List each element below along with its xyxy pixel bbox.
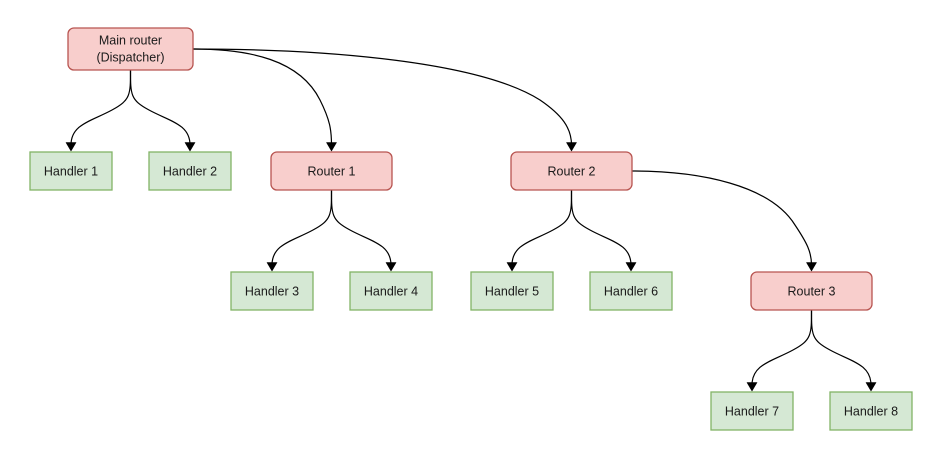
edge-line [271,189,333,266]
node-handler-3[interactable]: Handler 3 [230,271,314,311]
edge-line [70,69,132,146]
node-router-2[interactable]: Router 2 [510,151,633,191]
edge-line [192,48,333,146]
router-box[interactable] [750,271,873,311]
edge-line [810,309,872,386]
edge-router-3-to-handler-7 [746,309,813,392]
handler-box[interactable] [710,391,794,431]
arrowhead-icon [65,142,77,152]
arrowhead-icon [865,382,877,392]
arrowhead-icon [746,382,758,392]
edge-main-router-to-handler-2 [129,69,196,152]
edge-main-router-to-router-1 [192,48,337,152]
node-handler-1[interactable]: Handler 1 [29,151,113,191]
edge-router-2-to-handler-5 [506,189,573,272]
edge-line [570,189,632,266]
edge-router-2-to-handler-6 [570,189,637,272]
node-handler-7[interactable]: Handler 7 [710,391,794,431]
handler-box[interactable] [589,271,673,311]
edge-router-1-to-handler-4 [330,189,397,272]
node-handler-8[interactable]: Handler 8 [829,391,913,431]
edge-main-router-to-router-2 [192,48,577,152]
edge-line [192,48,573,146]
arrowhead-icon [385,262,397,272]
edge-line [751,309,813,386]
arrowhead-icon [266,262,278,272]
handler-box[interactable] [230,271,314,311]
edge-line [330,189,392,266]
node-handler-4[interactable]: Handler 4 [349,271,433,311]
edges-layer [65,48,877,392]
edge-line [631,170,813,266]
arrowhead-icon [625,262,637,272]
handler-box[interactable] [470,271,554,311]
node-handler-5[interactable]: Handler 5 [470,271,554,311]
edge-main-router-to-handler-1 [65,69,132,152]
node-handler-2[interactable]: Handler 2 [148,151,232,191]
arrowhead-icon [326,142,337,152]
arrowhead-icon [506,262,518,272]
node-main-router[interactable]: Main router(Dispatcher) [67,27,194,71]
node-router-1[interactable]: Router 1 [270,151,393,191]
edge-router-3-to-handler-8 [810,309,877,392]
handler-box[interactable] [29,151,113,191]
handler-box[interactable] [148,151,232,191]
arrowhead-icon [184,142,196,152]
edge-line [511,189,573,266]
edge-router-1-to-handler-3 [266,189,333,272]
arrowhead-icon [566,142,577,152]
arrowhead-icon [806,262,817,272]
router-box[interactable] [510,151,633,191]
edge-line [129,69,191,146]
nodes-layer: Main router(Dispatcher) Handler 1 Handler … [29,27,913,431]
router-box[interactable] [67,27,194,71]
router-box[interactable] [270,151,393,191]
handler-box[interactable] [829,391,913,431]
edge-router-2-to-router-3 [631,170,817,272]
handler-box[interactable] [349,271,433,311]
node-router-3[interactable]: Router 3 [750,271,873,311]
node-handler-6[interactable]: Handler 6 [589,271,673,311]
